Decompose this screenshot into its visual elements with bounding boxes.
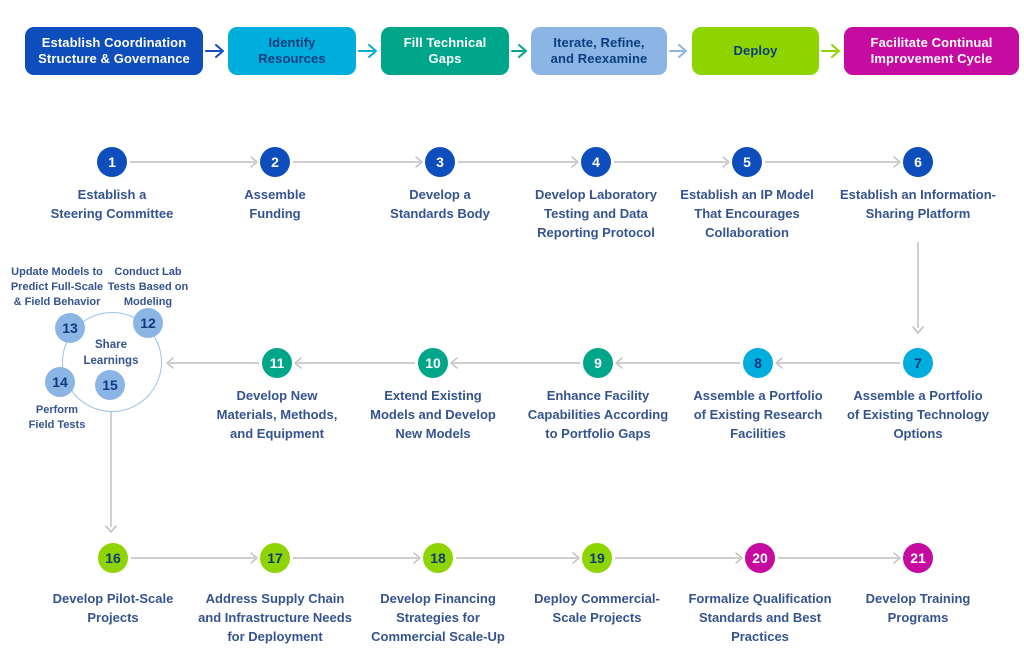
step-20-label: Formalize Qualification Standards and Be…	[688, 591, 832, 644]
step-13-label: Update Models to Predict Full-Scale & Fi…	[10, 266, 104, 308]
step-11-number: 11	[269, 355, 285, 371]
step-14-label: Perform Field Tests	[28, 404, 86, 431]
step-10-label: Extend Existing Models and Develop New M…	[370, 388, 496, 441]
step-7-number: 7	[914, 355, 922, 371]
phase-arrow-3	[511, 44, 527, 58]
step-14-circle: 14	[45, 367, 75, 397]
share-learnings-ring	[62, 312, 162, 412]
step-12-number: 12	[140, 315, 156, 331]
step-4-label: Develop Laboratory Testing and Data Repo…	[534, 187, 658, 240]
phase-box-governance: Establish Coordination Structure & Gover…	[25, 27, 203, 75]
step-7-label: Assemble a Portfolio of Existing Technol…	[846, 388, 990, 441]
step-21-label: Develop Training Programs	[865, 591, 971, 625]
step-2-number: 2	[271, 154, 279, 170]
phase-box-iterate: Iterate, Refine, and Reexamine	[531, 27, 667, 75]
step-15-circle: 15	[95, 370, 125, 400]
step-2-circle: 2	[260, 147, 290, 177]
step-12-circle: 12	[133, 308, 163, 338]
step-14-number: 14	[52, 374, 68, 390]
phase-arrow-4	[669, 44, 687, 58]
phase-box-gaps: Fill Technical Gaps	[381, 27, 509, 75]
phase-arrow-5	[821, 44, 840, 58]
step-9-number: 9	[594, 355, 602, 371]
phase-box-deploy: Deploy	[692, 27, 819, 75]
step-11-circle: 11	[262, 348, 292, 378]
step-13-number: 13	[62, 320, 78, 336]
step-4-circle: 4	[581, 147, 611, 177]
step-19-label: Deploy Commercial- Scale Projects	[534, 591, 660, 625]
phase-box-improvement: Facilitate Continual Improvement Cycle	[844, 27, 1019, 75]
step-21-circle: 21	[903, 543, 933, 573]
step-1-number: 1	[108, 154, 116, 170]
phase-box-resources: Identify Resources	[228, 27, 356, 75]
step-16-label: Develop Pilot-Scale Projects	[52, 591, 174, 625]
step-17-circle: 17	[260, 543, 290, 573]
step-19-number: 19	[589, 550, 605, 566]
step-6-circle: 6	[903, 147, 933, 177]
step-1-label: Establish a Steering Committee	[50, 187, 174, 221]
step-2-label: Assemble Funding	[244, 187, 306, 221]
step-8-circle: 8	[743, 348, 773, 378]
step-17-label: Address Supply Chain and Infrastructure …	[198, 591, 352, 644]
step-3-circle: 3	[425, 147, 455, 177]
step-16-number: 16	[105, 550, 121, 566]
step-6-label: Establish an Information- Sharing Platfo…	[839, 187, 996, 221]
step-8-label: Assemble a Portfolio of Existing Researc…	[693, 388, 823, 441]
step-5-number: 5	[743, 154, 751, 170]
step-15-number: 15	[102, 377, 118, 393]
step-12-label: Conduct Lab Tests Based on Modeling	[107, 266, 189, 308]
step-3-number: 3	[436, 154, 444, 170]
step-13-circle: 13	[55, 313, 85, 343]
step-6-number: 6	[914, 154, 922, 170]
step-18-label: Develop Financing Strategies for Commerc…	[371, 591, 505, 644]
step-8-number: 8	[754, 355, 762, 371]
step-5-circle: 5	[732, 147, 762, 177]
step-16-circle: 16	[98, 543, 128, 573]
phase-arrow-1	[205, 44, 224, 58]
step-11-label: Develop New Materials, Methods, and Equi…	[216, 388, 338, 441]
step-21-number: 21	[910, 550, 926, 566]
step-5-label: Establish an IP Model That Encourages Co…	[680, 187, 814, 240]
step-18-number: 18	[430, 550, 446, 566]
step-19-circle: 19	[582, 543, 612, 573]
step-20-number: 20	[752, 550, 768, 566]
step-3-label: Develop a Standards Body	[390, 187, 490, 221]
step-17-number: 17	[267, 550, 283, 566]
step-1-circle: 1	[97, 147, 127, 177]
step-10-circle: 10	[418, 348, 448, 378]
step-10-number: 10	[425, 355, 441, 371]
step-9-circle: 9	[583, 348, 613, 378]
step-18-circle: 18	[423, 543, 453, 573]
phase-arrow-2	[358, 44, 377, 58]
step-15-label: Share Learnings	[83, 339, 139, 367]
step-4-number: 4	[592, 154, 600, 170]
step-7-circle: 7	[903, 348, 933, 378]
step-20-circle: 20	[745, 543, 775, 573]
step-9-label: Enhance Facility Capabilities According …	[527, 388, 669, 441]
